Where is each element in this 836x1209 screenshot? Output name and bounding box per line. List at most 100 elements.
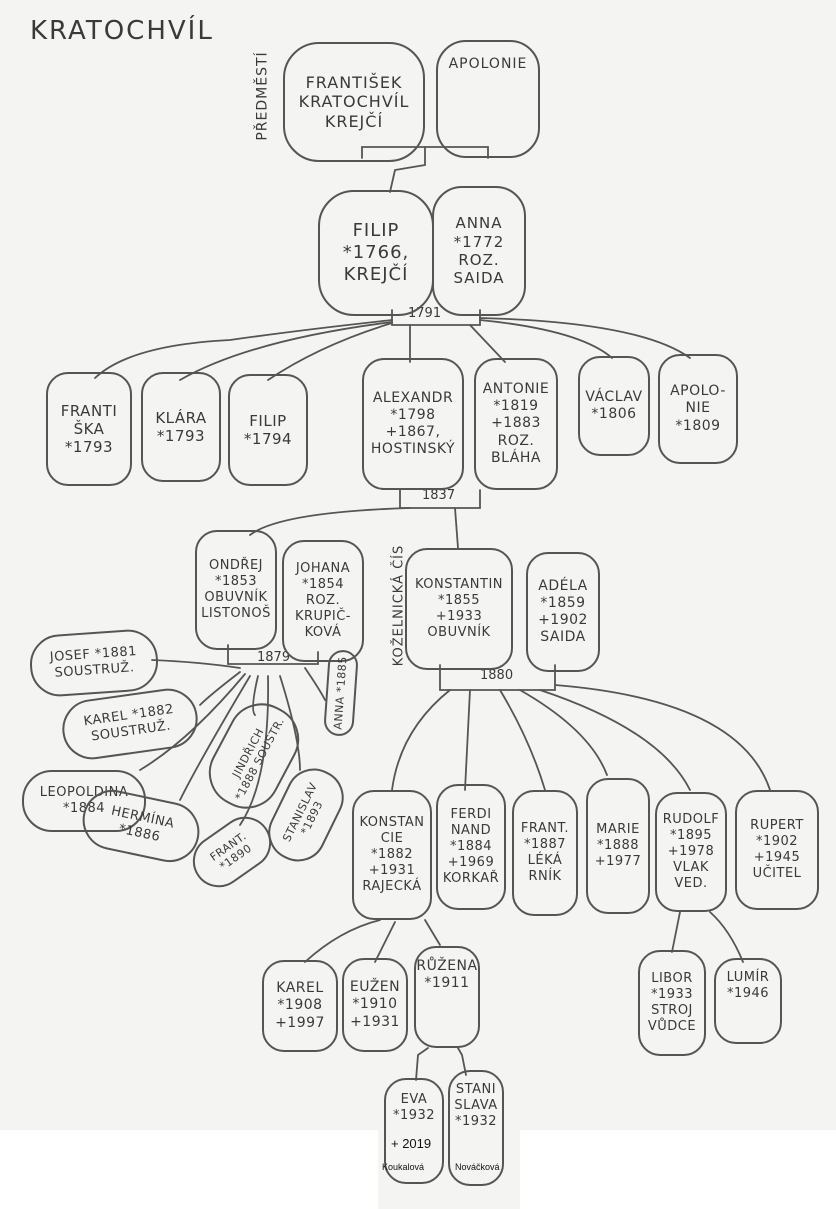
person-text-line: ADÉLA [538,577,588,594]
person-karel: KAREL*1908+1997 [262,960,338,1052]
note-stanislava-surname: Nováčková [455,1162,500,1172]
person-text-line: FRANTIŠEK [305,72,403,92]
person-text-line: NAND [450,823,492,839]
marriage-year-1880: 1880 [480,668,514,683]
person-text-line: +1883 [491,415,541,432]
person-marie: MARIE*1888+1977 [586,778,650,914]
person-text-line: *1859 [540,594,586,611]
person-text-line: SAIDA [453,269,505,288]
person-text-line: *1932 [392,1107,436,1123]
person-text-line: EUŽEN [349,979,401,996]
person-text-line: KRATOCHVÍL [298,92,410,112]
person-text-line: FILIP [352,220,400,242]
person-text-line: *1854 [301,577,345,593]
marriage-year-1837: 1837 [422,488,456,503]
person-text-line: *1772 [453,232,505,251]
person-text-line: KREJČÍ [324,111,384,131]
person-text-line: *1766, [342,242,410,264]
person-text-line: FRANT. [520,821,570,837]
person-text-line: +1945 [753,850,801,865]
person-text-line: +1933 [435,609,483,624]
person-text-line: ROZ. [497,432,535,449]
person-ruzena: RŮŽENA*1911 [414,946,480,1048]
person-filip-1794: FILIP*1794 [228,374,308,486]
person-text-line: FERDI [450,807,492,823]
person-text-line: +1997 [275,1014,325,1031]
person-text-line: MARIE [596,822,640,838]
person-text-line: STANI [455,1082,497,1097]
person-text-line: KORKAŘ [442,870,500,886]
person-text-line: ROZ. [305,593,341,609]
note-death-2019: + 2019 [391,1136,432,1151]
person-text-line: RUDOLF [662,812,720,828]
person-euzen: EUŽEN*1910+1931 [342,958,408,1052]
person-text-line: KONSTANTIN [414,577,504,593]
person-text-line: RŮŽENA [416,958,478,974]
person-text-line: +1978 [667,844,715,860]
marriage-year-1879: 1879 [257,650,291,665]
person-text-line: KLÁRA [155,408,207,427]
person-text-line: *1933 [650,987,694,1003]
person-text-line: STROJ [651,1003,693,1018]
person-text-line: CIE [380,831,404,847]
person-text-line: *1819 [493,398,539,415]
note-eva-surname: Koukalová [382,1162,425,1172]
person-text-line: LEOPOLDINA [39,785,129,801]
person-text-line: RUPERT [750,818,804,834]
person-text-line: ANTONIE [482,381,550,398]
person-text-line: ONDŘEJ [208,558,264,574]
person-apolonie: APOLO-NIE*1809 [658,354,738,464]
person-text-line: KRUPIČ- [294,608,351,624]
person-text-line: NIE [685,400,711,417]
person-vaclav: VÁCLAV*1806 [578,356,650,456]
person-text-line: SLAVA [454,1097,498,1113]
person-text-line: JOHANA [295,561,351,577]
person-text-line: *1910 [352,996,398,1013]
person-text-line: LISTONOŠ [201,605,271,621]
person-text-line: HOSTINSKÝ [370,441,456,458]
person-text-line: *1793 [64,438,114,457]
person-text-line: ROZ. [458,251,500,269]
person-text-line: LÉKÁ [527,853,563,868]
person-text-line: +1931 [350,1013,400,1030]
person-text-line: VŮDCE [647,1018,697,1034]
person-text-line: UČITEL [752,865,802,881]
person-text-line: KAREL [276,980,324,997]
person-text-line: *1932 [454,1113,498,1129]
person-text-line: *1884 [449,839,493,855]
person-text-line: *1888 [596,838,640,854]
person-text-line: +1867, [385,424,441,440]
person-eva: EVA*1932 [384,1078,444,1184]
person-text-line: EVA [400,1092,428,1107]
person-text-line: *1809 [675,417,721,434]
person-text-line: APOLONIE [448,56,528,72]
person-text-line: LIBOR [651,971,693,987]
person-text-line: +1977 [594,853,642,869]
person-text-line: ALEXANDR [372,389,454,406]
person-text-line: *1884 [62,801,106,816]
person-text-line: *1911 [424,975,470,992]
person-text-line: OBUVNÍK [427,624,491,640]
person-text-line: *1794 [243,430,293,448]
person-lumir: LUMÍR*1946 [714,958,782,1044]
person-text-line: *1793 [156,427,206,445]
person-text-line: *1887 [523,837,567,853]
person-text-line: *1853 [214,574,258,590]
person-text-line: LUMÍR [726,970,770,985]
person-text-line: ANNA [455,214,503,233]
side-label-predmesti: PŘEDMĚSTÍ [254,51,271,141]
person-text-line: *1882 [370,847,414,863]
